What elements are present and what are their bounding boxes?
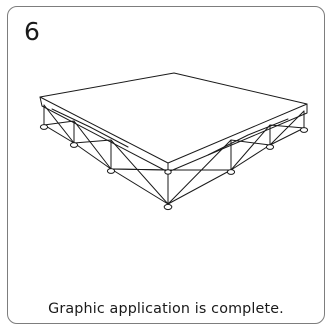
- stage-platform-icon: [39, 72, 309, 211]
- step-caption: Graphic application is complete.: [48, 301, 284, 317]
- step-number: 6: [24, 17, 40, 46]
- leg-feet: [39, 124, 309, 211]
- instruction-step-panel: 6: [7, 6, 325, 324]
- platform-top: [39, 72, 308, 164]
